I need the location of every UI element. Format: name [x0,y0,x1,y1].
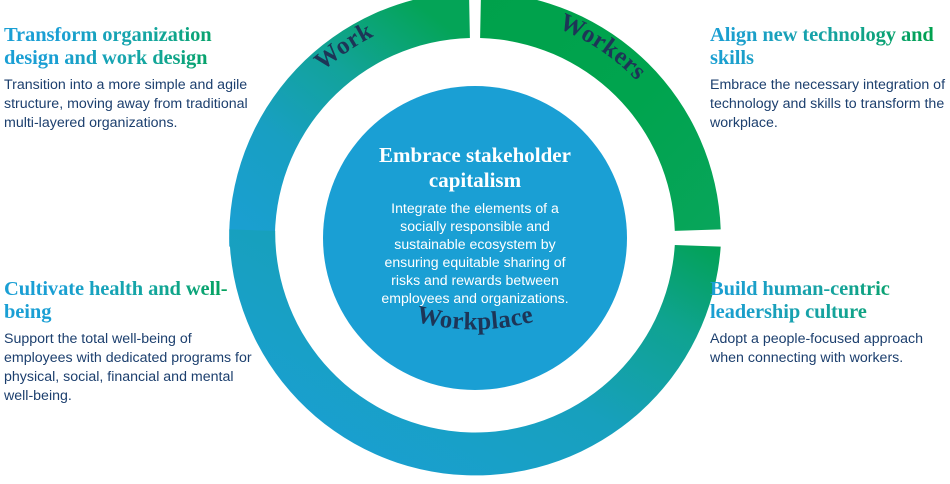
callout-transform-organization-design: Transform organization design and work d… [4,24,256,133]
callout-build-human-centric-leadership: Build human-centric leadership culture A… [710,278,946,368]
stakeholder-capitalism-wheel: Work Workers Workplace [229,0,721,484]
center-body: Integrate the elements of a socially res… [381,200,569,306]
center-message: Embrace stakeholder capitalism Integrate… [323,100,627,378]
callout-body: Adopt a people-focused approach when con… [710,330,923,366]
callout-cultivate-health-wellbeing: Cultivate health and well-being Support … [4,278,254,405]
callout-body: Embrace the necessary integration of tec… [710,76,946,131]
ring-segment-work [229,0,470,247]
center-circle [323,86,627,390]
callout-body: Support the total well-being of employee… [4,330,252,404]
callout-heading: Align new technology and skills [710,24,950,70]
callout-heading: Build human-centric leadership culture [710,278,946,324]
callout-align-new-technology: Align new technology and skills Embrace … [710,24,950,133]
callout-heading: Transform organization design and work d… [4,24,256,70]
ring-segment-workplace [229,229,721,476]
callout-body: Transition into a more simple and agile … [4,76,248,131]
callout-heading: Cultivate health and well-being [4,278,254,324]
ring-segment-workers [480,0,721,231]
center-heading: Embrace stakeholder capitalism [379,143,571,193]
